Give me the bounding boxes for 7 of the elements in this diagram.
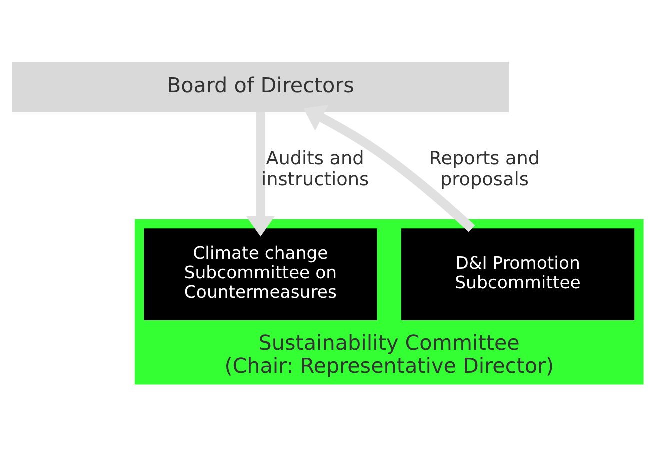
node-box: D&I Promotion Subcommittee xyxy=(401,228,635,320)
node-box: Board of Directors xyxy=(12,62,510,112)
edge-label: Reports and proposals xyxy=(429,148,540,190)
edge-label: Audits and instructions xyxy=(262,148,370,190)
arrow xyxy=(246,112,276,236)
node-box: Climate change Subcommittee on Countermeasures xyxy=(144,228,378,320)
arrow xyxy=(304,104,476,232)
